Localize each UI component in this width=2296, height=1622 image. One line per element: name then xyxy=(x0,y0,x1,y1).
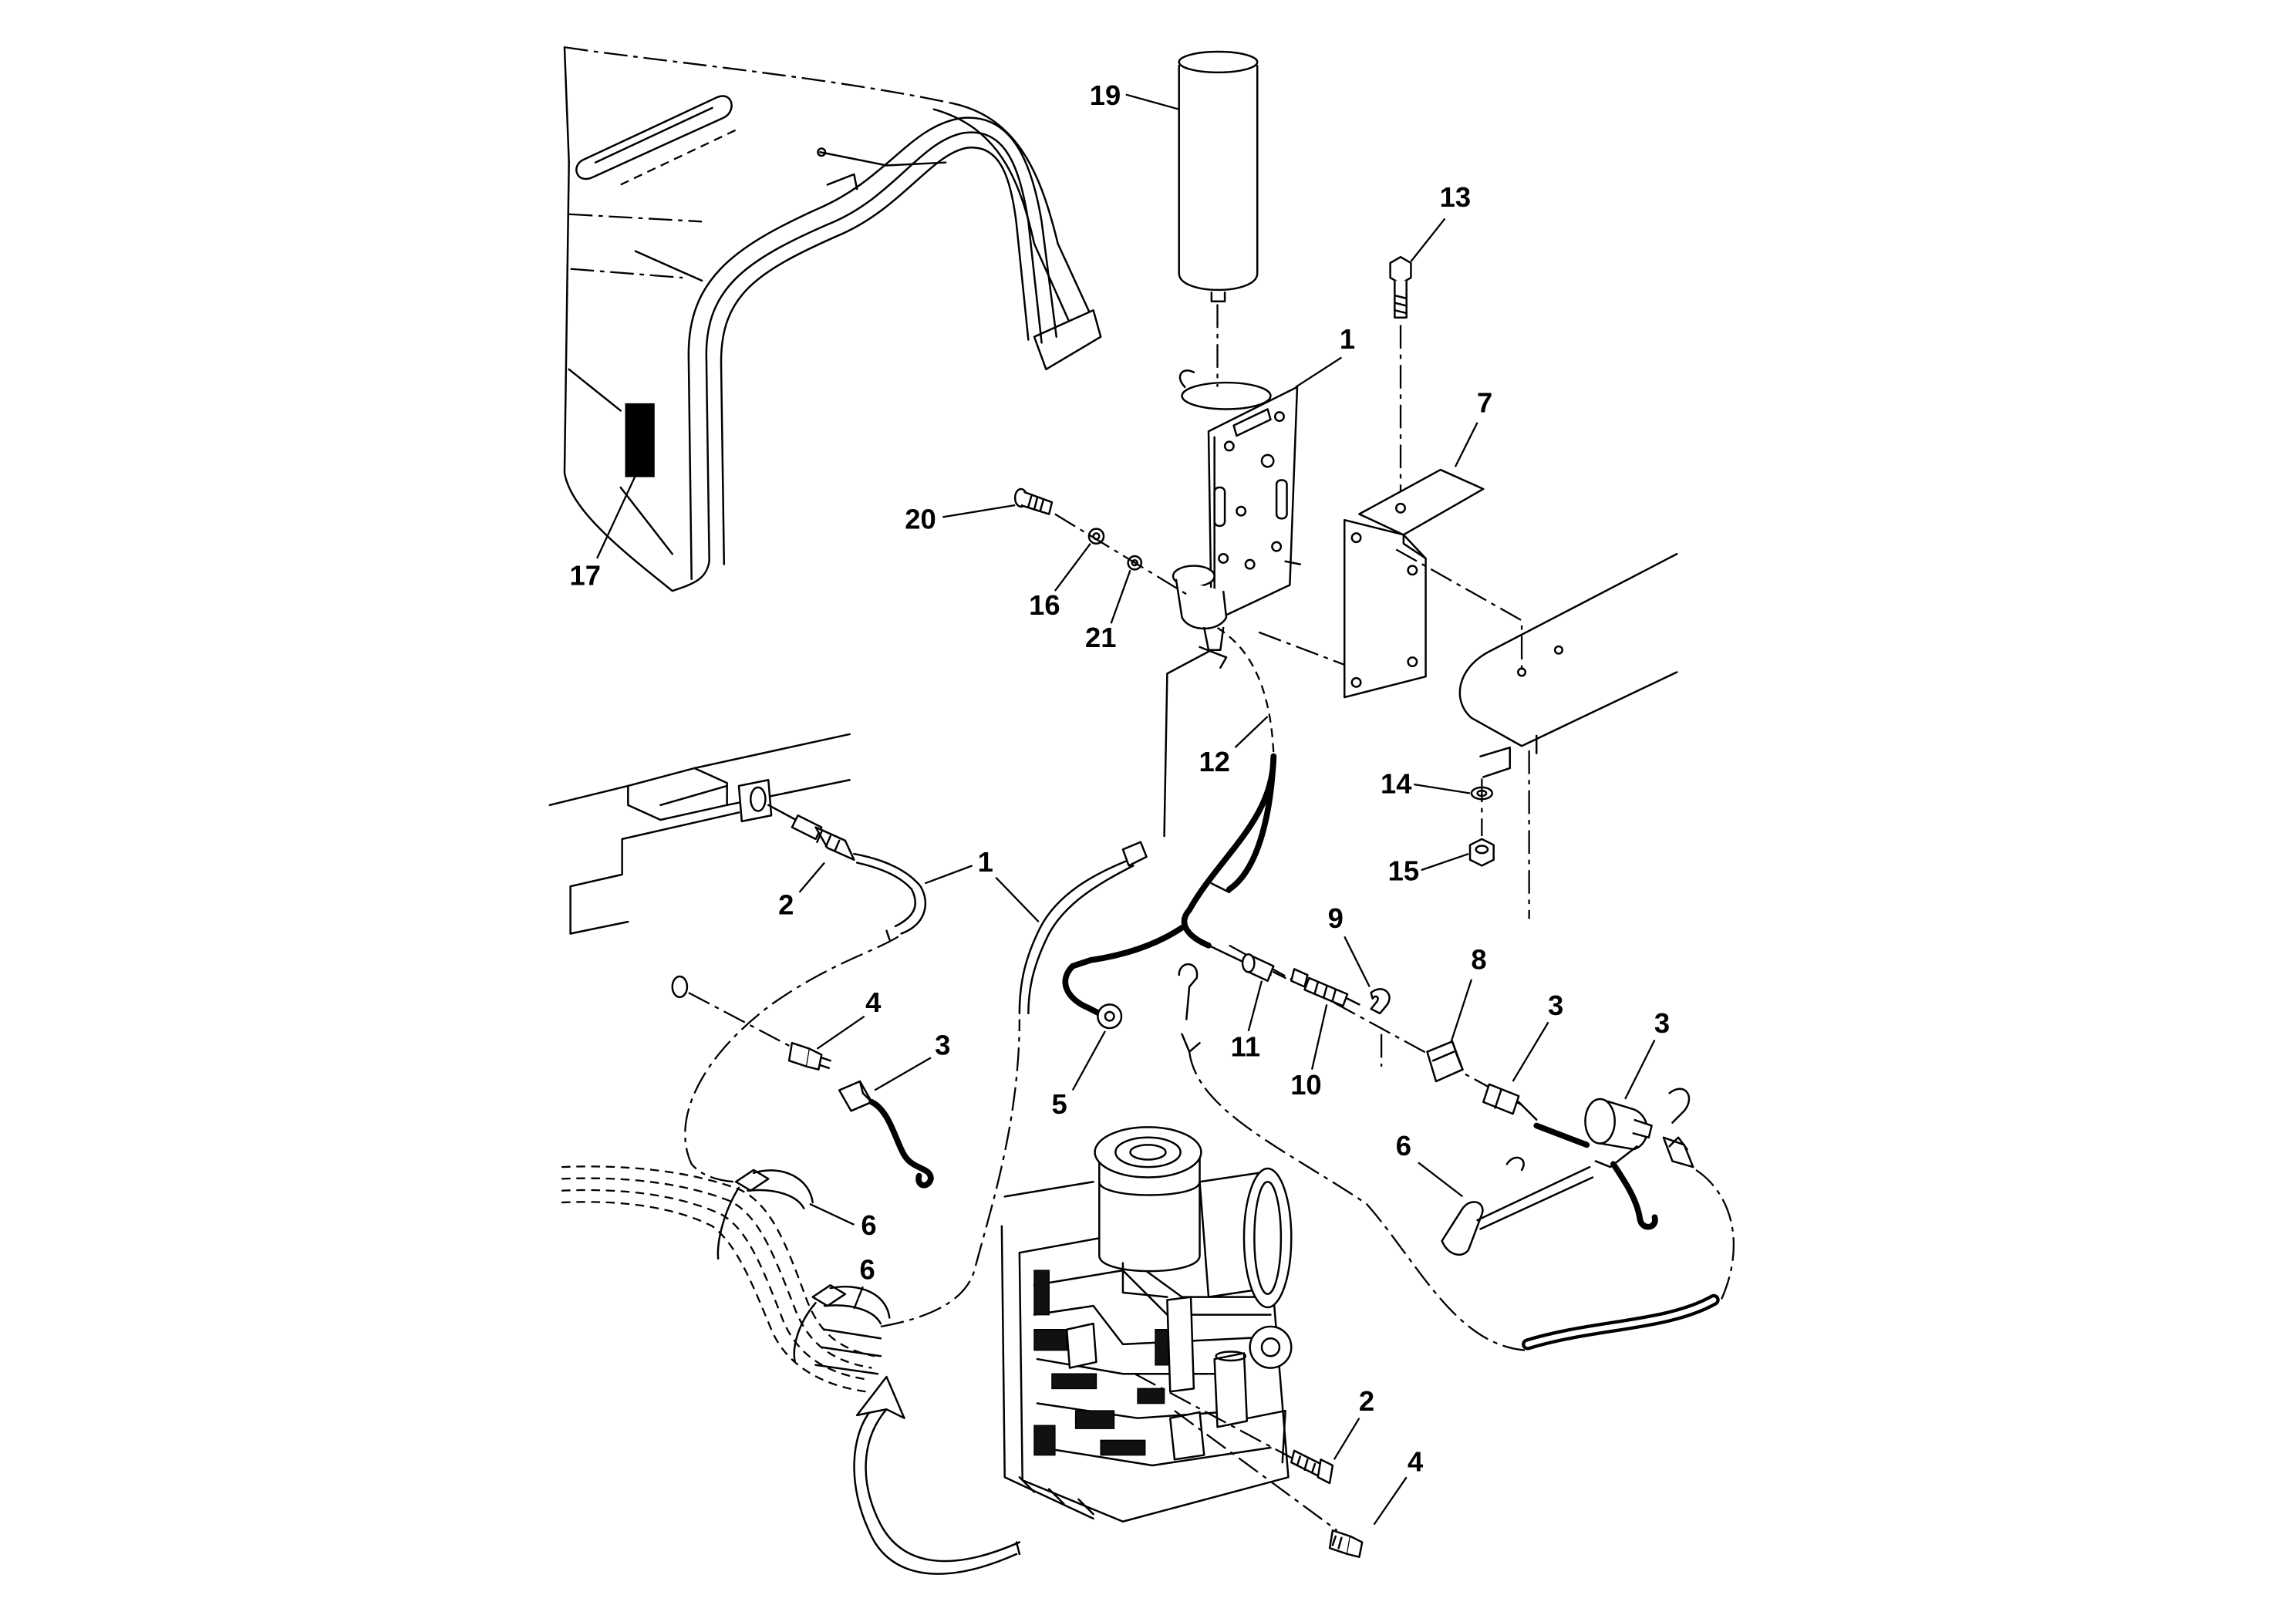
callout-6-upper: 6 xyxy=(861,1209,876,1241)
leader-14 xyxy=(1414,783,1471,794)
clip-9 xyxy=(1370,988,1391,1067)
wiring-harness-left xyxy=(561,1165,882,1393)
leader-3-relay xyxy=(1624,1039,1656,1100)
callout-5: 5 xyxy=(1051,1088,1067,1120)
callout-labels: 19 13 1 7 20 16 21 17 12 14 15 1 2 9 8 3… xyxy=(570,79,1671,1478)
callout-16: 16 xyxy=(1029,589,1060,621)
callout-4-left: 4 xyxy=(865,986,882,1018)
leader-3-left xyxy=(874,1057,932,1091)
callout-15: 15 xyxy=(1388,855,1419,887)
callout-2-left: 2 xyxy=(778,889,794,921)
leader-1-mid-a xyxy=(924,865,973,885)
leader-16 xyxy=(1054,543,1091,592)
leader-5 xyxy=(1071,1030,1106,1091)
connector-3-mid xyxy=(1482,1083,1538,1121)
assembly-line-11-8 xyxy=(1229,944,1522,1106)
callout-10: 10 xyxy=(1290,1069,1321,1101)
engine-assembly xyxy=(1000,1126,1338,1532)
clamp-6-upper xyxy=(716,1168,814,1260)
callout-6-lower: 6 xyxy=(859,1254,875,1286)
leader-7 xyxy=(1454,422,1478,467)
leader-20 xyxy=(942,504,1016,518)
leader-4-lower xyxy=(1373,1476,1408,1526)
callout-13: 13 xyxy=(1440,181,1471,213)
cab-frame-structure xyxy=(1458,552,1678,919)
callout-21: 21 xyxy=(1085,622,1116,653)
leader-15 xyxy=(1421,852,1469,872)
leader-9 xyxy=(1344,936,1371,987)
cab-roof-slot xyxy=(575,95,737,186)
callout-19: 19 xyxy=(1090,79,1121,111)
leader-1-mid-b xyxy=(995,876,1040,922)
callout-12: 12 xyxy=(1199,746,1229,777)
leader-19 xyxy=(1125,93,1180,110)
callout-3-relay: 3 xyxy=(1654,1007,1670,1039)
clamp-6-right xyxy=(1441,1156,1594,1256)
leader-21 xyxy=(1110,569,1131,624)
angle-bracket-7 xyxy=(1258,468,1523,699)
bolt-2-lower xyxy=(1290,1449,1334,1485)
pin-10 xyxy=(1290,968,1360,1007)
callout-8: 8 xyxy=(1471,943,1486,975)
sensor-2-left xyxy=(684,804,927,1183)
screw-20 xyxy=(1013,487,1054,515)
clamp-6-lower xyxy=(793,1284,891,1364)
sensor-4-left xyxy=(787,1041,831,1071)
leader-10 xyxy=(1310,1004,1328,1070)
callout-6-right: 6 xyxy=(1396,1130,1411,1162)
bolt-13 xyxy=(1389,256,1412,514)
callout-1-top: 1 xyxy=(1340,323,1355,355)
leader-6-right xyxy=(1418,1162,1464,1198)
callout-9: 9 xyxy=(1328,902,1344,934)
callout-7: 7 xyxy=(1477,386,1492,418)
leader-6-upper xyxy=(809,1202,855,1226)
connector-8 xyxy=(1426,1040,1464,1083)
leader-11 xyxy=(1247,980,1263,1032)
callout-2-lower: 2 xyxy=(1359,1385,1374,1417)
sensor-4-lower xyxy=(1328,1529,1364,1558)
nut-15 xyxy=(1468,838,1495,867)
callout-14: 14 xyxy=(1381,768,1412,800)
leader-2-lower xyxy=(1333,1418,1360,1460)
harness-12 xyxy=(1181,627,1277,976)
leader-13 xyxy=(1410,218,1446,262)
harness-route-left xyxy=(880,1019,1021,1328)
assembly-line-4-left xyxy=(688,992,796,1050)
callout-3-mid: 3 xyxy=(1548,990,1563,1021)
leader-17 xyxy=(596,475,636,559)
frame-rail-left xyxy=(548,733,851,935)
leader-2-left xyxy=(798,862,825,893)
callout-4-lower: 4 xyxy=(1408,1446,1424,1478)
callout-3-left: 3 xyxy=(935,1030,950,1061)
leader-4-left xyxy=(816,1015,865,1050)
connector-3-left xyxy=(838,1080,934,1189)
cable-sheath-segment xyxy=(1522,1293,1720,1351)
connector-11 xyxy=(1241,953,1286,983)
leader-lines xyxy=(596,93,1656,1526)
o-ring xyxy=(671,975,689,999)
leader-3-mid xyxy=(1512,1021,1549,1082)
leader-8 xyxy=(1450,979,1473,1044)
ground-terminal-5 xyxy=(1062,924,1526,1351)
leader-1-top xyxy=(1295,356,1343,388)
callout-1-mid: 1 xyxy=(978,846,993,878)
relay-3 xyxy=(1533,1088,1735,1300)
callout-11: 11 xyxy=(1231,1030,1260,1062)
leader-6-lower xyxy=(853,1286,864,1310)
mount-bracket-1 xyxy=(1172,369,1302,651)
callout-17: 17 xyxy=(570,559,601,591)
beacon-cylinder-19 xyxy=(1178,50,1259,387)
callout-20: 20 xyxy=(905,504,936,535)
location-arrow xyxy=(853,1375,1021,1575)
cab-fender-panel xyxy=(563,46,1102,592)
leader-12 xyxy=(1234,716,1269,748)
decal-17 xyxy=(625,403,655,477)
assembly-line-20 xyxy=(1054,513,1192,598)
cable-1 xyxy=(1018,649,1213,1015)
